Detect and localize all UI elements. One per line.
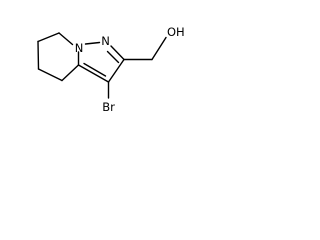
bond-c4-c5 [37, 68, 63, 82]
bond-n2-c2 [110, 45, 125, 61]
bond-c3-c3a [77, 64, 110, 83]
atom-label-n-bridge: N [75, 41, 84, 55]
bond-n1-n2 [84, 41, 101, 45]
atom-label-n-pyrazole: N [101, 34, 110, 48]
bond-ch2-o [151, 36, 167, 61]
chemical-structure-diagram: N N OH Br [37, 25, 185, 114]
bond-c3a-c4 [61, 64, 80, 82]
bond-c5-c6 [37, 40, 40, 70]
bond-c6-c7 [37, 32, 60, 43]
bond-c7-n1 [58, 32, 74, 46]
bond-n2-c2-double [106, 50, 120, 64]
bond-c3-c3a-double [83, 62, 107, 77]
bond-c2-c3 [107, 58, 125, 83]
atom-label-bromine: Br [102, 100, 115, 114]
atom-label-hydroxyl: OH [167, 25, 185, 39]
